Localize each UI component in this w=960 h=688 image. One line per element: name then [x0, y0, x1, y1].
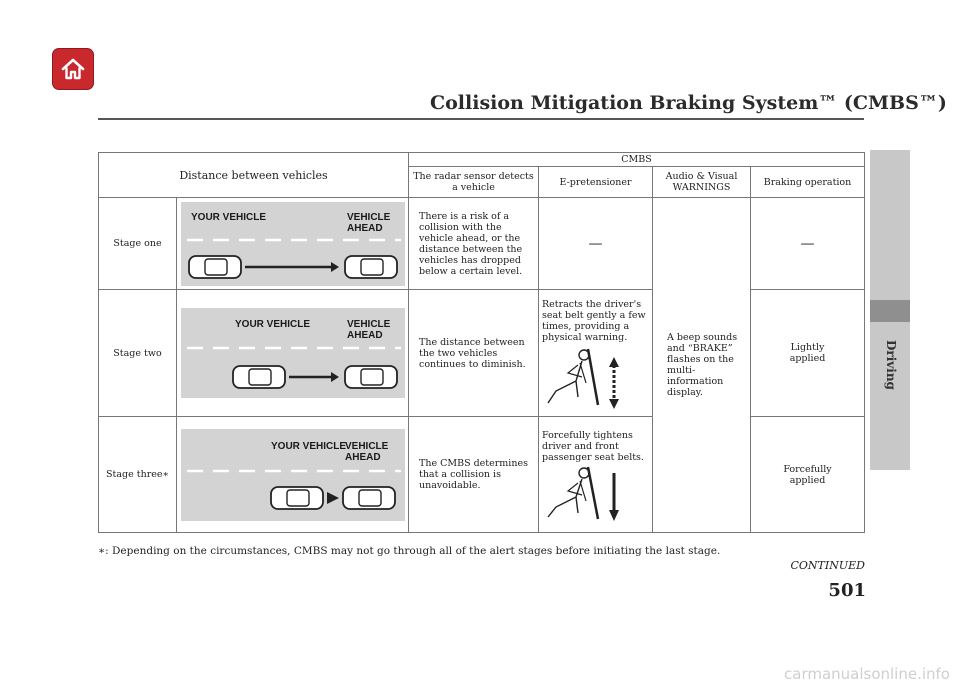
stage-two-radar: The distance between the two vehicles co… [408, 289, 539, 417]
footnote: ∗: Depending on the circumstances, CMBS … [98, 545, 721, 557]
stage-two-epretensioner-text: Retracts the driver's seat belt gently a… [542, 299, 646, 343]
seatbelt-forceful-icon [547, 466, 619, 521]
header-epretensioner: E-pretensioner [538, 166, 653, 198]
arrow-right-icon [331, 261, 339, 272]
your-car-icon [232, 365, 286, 389]
header-braking: Braking operation [750, 166, 865, 198]
home-button[interactable] [52, 48, 94, 90]
stage-three-radar: The CMBS determines that a collision is … [408, 416, 539, 533]
header-cmbs: CMBS [408, 152, 865, 167]
arrow-right-icon [331, 372, 339, 382]
stage-one-illustration: YOUR VEHICLE VEHICLE AHEAD [176, 197, 409, 290]
title-divider [98, 118, 864, 120]
vehicle-ahead-label: VEHICLE AHEAD [347, 319, 391, 341]
page-number: 501 [828, 580, 866, 601]
stage-one-braking: — [750, 197, 865, 290]
stage-one-radar: There is a risk of a collision with the … [408, 197, 539, 290]
header-radar: The radar sensor detects a vehicle [408, 166, 539, 198]
continued-label: CONTINUED [790, 559, 866, 572]
your-vehicle-label: YOUR VEHICLE [235, 319, 311, 330]
ahead-car-icon [344, 254, 398, 279]
your-car-icon [270, 485, 324, 510]
stage-one-label: Stage one [98, 197, 177, 290]
stage-three-epretensioner: Forcefully tightens driver and front pas… [538, 416, 653, 533]
road-illustration: YOUR VEHICLE VEHICLE AHEAD [181, 201, 405, 286]
your-vehicle-label: YOUR VEHICLE [191, 211, 267, 223]
stage-two-braking: Lightly applied [750, 289, 865, 417]
watermark: carmanualsonline.info [784, 665, 950, 683]
vehicle-ahead-label: VEHICLE AHEAD [347, 211, 391, 234]
vehicle-ahead-label: VEHICLE AHEAD [345, 440, 389, 463]
cars-diagram [187, 346, 401, 389]
warnings-description: A beep sounds and “BRAKE” flashes on the… [652, 197, 751, 533]
stage-two-illustration: YOUR VEHICLE VEHICLE AHEAD [176, 289, 409, 417]
cars-diagram [187, 238, 401, 279]
road-illustration: YOUR VEHICLE VEHICLE AHEAD [181, 428, 405, 521]
seatbelt-gentle-icon [547, 348, 619, 409]
stage-three-illustration: YOUR VEHICLE VEHICLE AHEAD [176, 416, 409, 533]
section-tab-marker [870, 300, 910, 322]
ahead-car-icon [344, 365, 398, 389]
your-vehicle-label: YOUR VEHICLE [271, 440, 347, 452]
header-warnings: Audio & Visual WARNINGS [652, 166, 751, 198]
stage-one-epretensioner: — [538, 197, 653, 290]
stage-three-label: Stage three∗ [98, 416, 177, 533]
your-car-icon [188, 254, 242, 279]
cars-diagram [187, 469, 401, 510]
page-title: Collision Mitigation Braking System™ (CM… [430, 92, 947, 114]
home-icon [61, 58, 85, 80]
road-illustration: YOUR VEHICLE VEHICLE AHEAD [181, 308, 405, 398]
cmbs-stage-table: Distance between vehicles CMBS The radar… [98, 152, 865, 533]
stage-two-label: Stage two [98, 289, 177, 417]
stage-three-braking: Forcefully applied [750, 416, 865, 533]
stage-three-epretensioner-text: Forcefully tightens driver and front pas… [542, 430, 644, 463]
stage-two-epretensioner: Retracts the driver's seat belt gently a… [538, 289, 653, 417]
arrow-right-icon [327, 491, 339, 504]
header-distance: Distance between vehicles [98, 152, 409, 198]
ahead-car-icon [342, 485, 396, 510]
section-tab-label: Driving [884, 340, 898, 390]
